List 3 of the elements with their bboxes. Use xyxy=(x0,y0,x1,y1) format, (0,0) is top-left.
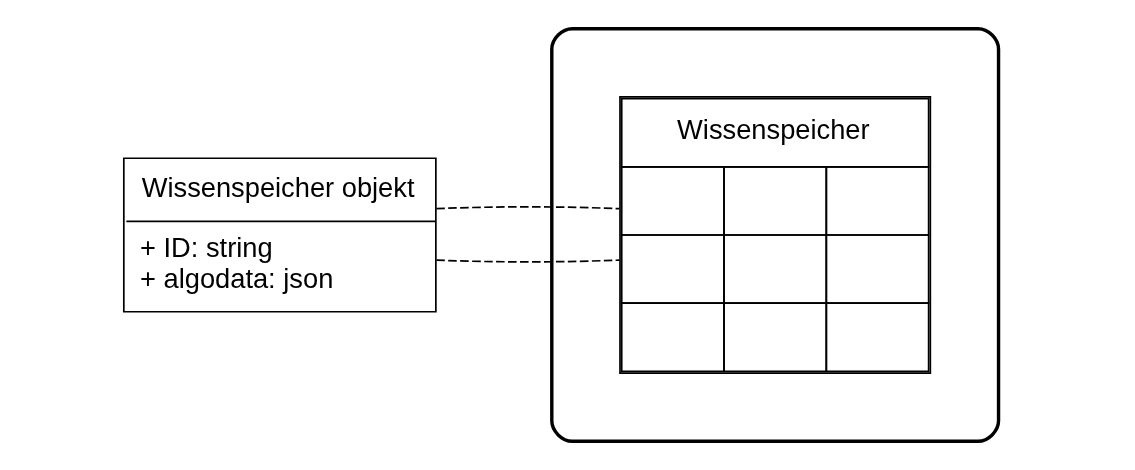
cluster xyxy=(549,26,1000,444)
connector xyxy=(435,259,620,263)
connector xyxy=(435,206,620,210)
